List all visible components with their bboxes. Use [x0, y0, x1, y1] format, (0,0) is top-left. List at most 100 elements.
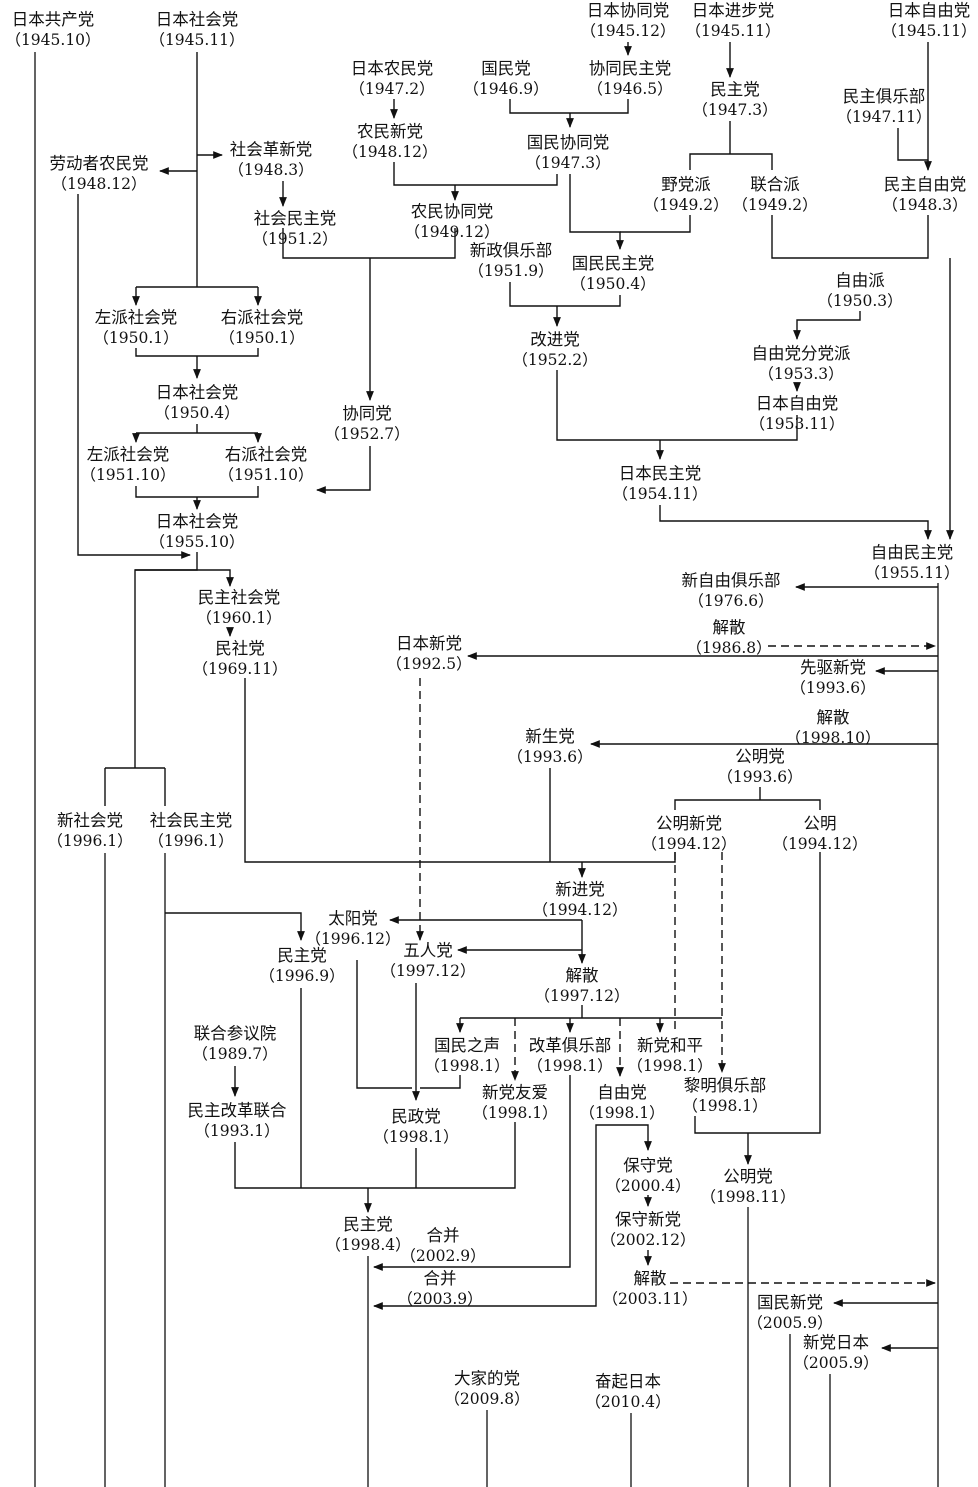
node-jiyu98: 自由党（1998.1）: [579, 1082, 664, 1124]
party-name: 合并: [423, 1269, 457, 1288]
party-name: 解散: [816, 708, 850, 727]
node-shinshin: 新进党（1994.12）: [532, 879, 627, 921]
node-kaisan86: 解散（1986.8）: [686, 617, 771, 659]
party-date: （1955.10）: [149, 533, 245, 551]
party-date: （1998.11）: [700, 1188, 796, 1206]
party-date: （1993.1）: [194, 1122, 280, 1140]
node-gappei03: 合并（2003.9）: [397, 1268, 482, 1310]
node-kaisan97: 解散 （1997.12）: [534, 965, 629, 1007]
party-name: 民主党: [343, 1215, 393, 1234]
party-date: （1946.5）: [587, 80, 673, 98]
node-dsp60: 民主社会党（1960.1）: [196, 587, 281, 629]
party-name: 自由民主党: [870, 543, 954, 562]
node-komei93: 公明党（1993.6）: [717, 746, 802, 788]
party-name: 新进党: [555, 880, 605, 899]
party-date: （1994.12）: [641, 835, 737, 853]
party-date: （1986.8）: [686, 639, 772, 657]
party-name: 协同党: [342, 404, 392, 423]
party-date: （1948.12）: [51, 175, 147, 193]
party-name: 右派社会党: [224, 445, 308, 464]
node-kokuminshin: 国民新党 （2005.9）: [747, 1292, 832, 1334]
party-name: 日本协同党: [586, 1, 670, 20]
node-sangiin: 联合参议院 （1989.7）: [192, 1023, 277, 1065]
node-shimpo: 日本进步党（1945.11）: [685, 0, 780, 42]
party-date: （1993.6）: [507, 748, 593, 766]
node-gappei02: 合并（2002.9）: [400, 1225, 485, 1267]
party-date: （2000.4）: [605, 1177, 691, 1195]
edge-jiyuha-to-bunto: [793, 311, 861, 340]
node-yato: 野党派（1949.2）: [643, 174, 728, 216]
party-date: （1954.11）: [612, 485, 708, 503]
node-left50: 左派社会党（1950.1）: [93, 307, 178, 349]
party-name: 农民新党: [356, 122, 423, 141]
party-date: （1998.1）: [579, 1104, 665, 1122]
party-date: （1997.12）: [534, 987, 630, 1005]
node-tachiagare: 奋起日本（2010.4）: [585, 1371, 670, 1413]
node-kokuminnokoe: 国民之声（1998.1）: [424, 1035, 509, 1077]
party-name: 社会民主党: [149, 811, 233, 830]
party-date: （1996.12）: [305, 930, 401, 948]
party-date: （1960.1）: [196, 609, 282, 627]
party-name: 公明党: [723, 1167, 773, 1186]
node-jcp: 日本共产党（1945.10）: [5, 9, 100, 51]
node-shinsei93: 新生党（1993.6）: [507, 726, 592, 768]
node-right50: 右派社会党 （1950.1）: [219, 307, 304, 349]
party-date: （1948.3）: [882, 196, 968, 214]
party-name: 黎明俱乐部: [683, 1076, 767, 1095]
party-date: （2002.12）: [600, 1231, 696, 1249]
party-name: 新党日本: [803, 1333, 869, 1352]
node-jsp50: 日本社会党（1950.4）: [154, 382, 239, 424]
party-date: （1989.7）: [192, 1045, 278, 1063]
party-name: 自由党分党派: [751, 344, 851, 363]
party-date: （2005.9）: [747, 1314, 833, 1332]
party-name: 农民协同党: [410, 202, 494, 221]
party-name: 联合参议院: [193, 1024, 277, 1043]
edge-kaishin-to-jdp: [556, 370, 798, 441]
party-date: （1996.9）: [259, 967, 345, 985]
party-date: （1948.12）: [342, 143, 438, 161]
party-name: 民主俱乐部: [842, 87, 926, 106]
node-minkai: 民主改革联合（1993.1）: [188, 1100, 287, 1142]
party-name: 国民党: [481, 59, 531, 78]
party-name: 五人党: [403, 941, 453, 960]
party-date: （1998.1）: [472, 1104, 558, 1122]
party-name: 日本民主党: [618, 464, 702, 483]
party-name: 自由派: [835, 271, 885, 290]
edge-reunite50: [135, 348, 259, 357]
party-name: 右派社会党: [220, 308, 304, 327]
node-sakigake: 先驱新党（1993.6）: [790, 657, 875, 699]
party-date: （1952.7）: [324, 425, 410, 443]
party-date: （1945.12）: [580, 22, 676, 40]
party-name: 解散: [565, 966, 599, 985]
party-name: 左派社会党: [94, 308, 178, 327]
party-name: 解散: [633, 1269, 667, 1288]
edge-to-dsp60: [135, 569, 234, 587]
party-name: 太阳党: [328, 909, 378, 928]
party-date: （1950.1）: [219, 329, 305, 347]
edge-taiyo-to-minsei: [356, 960, 412, 1089]
node-komei94: 公明（1994.12）: [772, 813, 867, 855]
party-date: （1996.1）: [47, 832, 133, 850]
edge-jsp55-down: [134, 552, 198, 768]
edge-jiyu45-to-minshujiyu: [897, 42, 929, 161]
node-minsha: 民社党（1969.11）: [192, 638, 287, 680]
edge-minsha-to-shinshin: [244, 678, 676, 863]
party-date: （1998.1）: [373, 1128, 459, 1146]
party-date: （1955.11）: [864, 564, 960, 582]
party-date: （1949.12）: [404, 223, 500, 241]
party-date: （1951.2）: [252, 230, 338, 248]
party-name: 日本自由党: [887, 1, 971, 20]
edge-jiyu98-to-minshu98: [373, 1124, 620, 1310]
party-name: 保守新党: [614, 1210, 681, 1229]
node-kaisan03: 解散（2003.11）: [602, 1268, 697, 1310]
party-name: 国民新党: [757, 1293, 823, 1312]
party-name: 改革俱乐部: [528, 1036, 612, 1055]
node-shinshakai: 新社会党（1996.1）: [47, 810, 132, 852]
party-name: 合并: [426, 1226, 460, 1245]
party-date: （1946.9）: [463, 80, 549, 98]
party-name: 日本社会党: [155, 512, 239, 531]
party-name: 社会革新党: [229, 140, 313, 159]
party-date: （1951.9）: [468, 262, 554, 280]
party-name: 联合派: [750, 175, 800, 194]
party-date: （1993.6）: [790, 679, 876, 697]
